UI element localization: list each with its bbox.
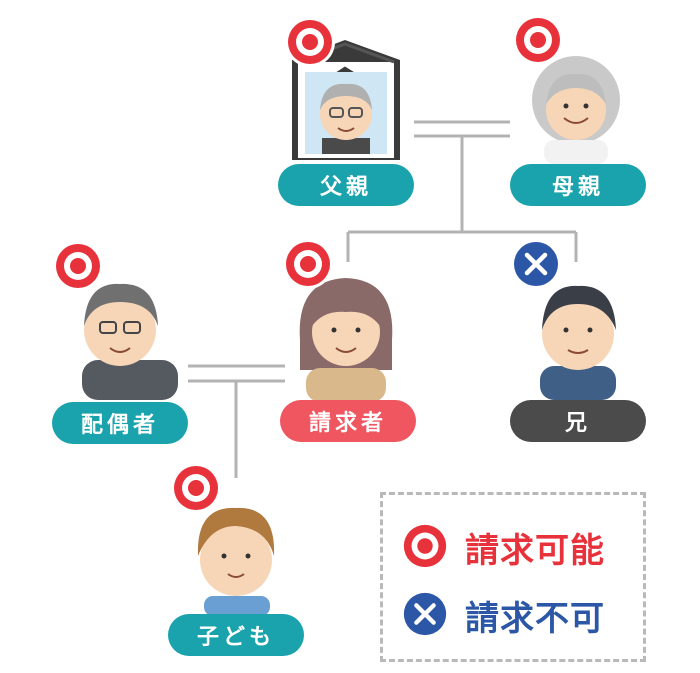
- father-label: 父親: [278, 164, 414, 206]
- child-label: 子ども: [168, 614, 304, 656]
- can-claim-mark-icon: [513, 15, 563, 65]
- legend-can-claim-label: 請求可能: [465, 531, 605, 571]
- can-claim-mark-icon: [283, 239, 333, 289]
- cannot-claim-mark-icon: [511, 239, 561, 289]
- brother-label: 兄: [510, 400, 646, 442]
- claimant-label: 請求者: [280, 400, 416, 442]
- brother-portrait: [540, 285, 616, 400]
- legend-cannot-claim-label: 請求不可: [465, 599, 605, 639]
- spouse-label: 配偶者: [52, 402, 188, 444]
- father-portrait: [292, 40, 400, 160]
- connector-lines: [188, 120, 578, 478]
- can-claim-mark-icon: [171, 463, 221, 513]
- legend-cannot-claim-icon: [400, 589, 450, 639]
- can-claim-mark-icon: [285, 17, 335, 67]
- mother-label: 母親: [510, 164, 646, 206]
- spouse-portrait: [82, 283, 178, 400]
- child-portrait: [197, 507, 275, 616]
- claimant-portrait: [299, 278, 393, 402]
- mother-portrait: [532, 56, 620, 164]
- legend-can-claim-icon: [400, 521, 450, 571]
- legend: 請求可能 請求不可: [380, 492, 646, 662]
- can-claim-mark-icon: [53, 241, 103, 291]
